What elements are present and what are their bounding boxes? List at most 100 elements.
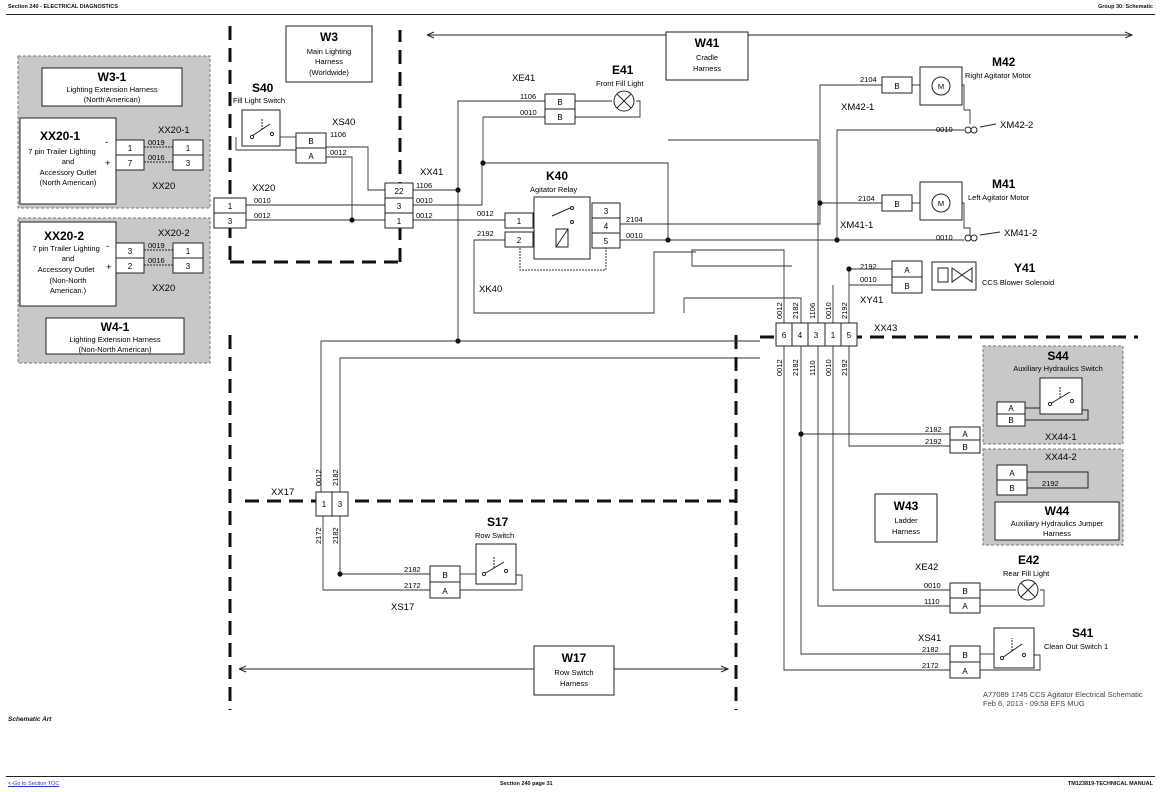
y41-name: CCS Blower Solenoid	[982, 278, 1054, 287]
xx44-1-wire-2182: 2182	[925, 425, 942, 434]
xx20-1-line-1: 7 pin Trailer Lighting	[28, 147, 96, 156]
xe41-pin-b2: B	[557, 113, 562, 122]
xx43-top-wire-0012: 0012	[775, 302, 784, 319]
xs17-pin-a: A	[442, 587, 448, 596]
xx20-2-wire-0019: 0019	[148, 241, 165, 250]
xx20-1-outlet-box	[19, 117, 117, 205]
header-rule	[6, 14, 1155, 15]
xx17-top-wire-0012: 0012	[314, 469, 323, 486]
xx41-pin1: 1	[397, 217, 402, 226]
harness-boundaries	[228, 26, 1138, 710]
xy41-pin-b: B	[904, 282, 909, 291]
xx43-bottom-wire-1110: 1110	[808, 360, 817, 376]
xx17-top-wire-2182: 2182	[331, 469, 340, 486]
xx44-2-pin-b: B	[1009, 484, 1014, 493]
m42-right-agitator-motor: M42 Right Agitator Motor 2104 B M XM42-1…	[841, 55, 1033, 134]
w3-line-3: (Worldwide)	[309, 68, 349, 77]
xx20-1-plus: +	[105, 158, 111, 169]
k40-pin1: 1	[517, 217, 522, 226]
svg-text:M: M	[938, 199, 944, 208]
xx20-2-pin2: 2	[128, 262, 133, 271]
manual-id: TM123819-TECHNICAL MANUAL	[1067, 781, 1153, 787]
k40-wire-2104: 2104	[626, 215, 643, 224]
junctions	[337, 160, 852, 577]
xx20-2-pin3: 3	[128, 247, 133, 256]
xx20-2-line-1: 7 pin Trailer Lighting	[32, 244, 100, 253]
s41-clean-out-switch: XS41 2182 2172 B A S41 Clean Out Switch …	[918, 626, 1108, 679]
s44-pin-a: A	[1008, 404, 1014, 413]
drawing-note-2: Feb 6, 2013 - 09:58 EFS MUG	[983, 699, 1085, 708]
k40-pin2: 2	[517, 236, 522, 245]
w17-id: W17	[562, 651, 587, 665]
xx44-1-label: XX44-1	[1045, 432, 1077, 443]
xs40-wire-1106: 1106	[330, 130, 346, 139]
xx43-label: XX43	[874, 323, 897, 334]
k40-pin3: 3	[604, 207, 609, 216]
s41-id: S41	[1072, 626, 1094, 640]
xx41-wire-1106: 1106	[416, 181, 432, 190]
s17-name: Row Switch	[475, 531, 514, 540]
xx20-a-label: XX20	[152, 181, 175, 192]
xx20-1-connector-label: XX20-1	[158, 125, 190, 136]
w3-line-1: Main Lighting	[307, 47, 352, 56]
w43-label-box: W43 Ladder Harness	[874, 493, 938, 543]
xx44-2-pin-a: A	[1009, 469, 1015, 478]
w3-1-id: W3-1	[98, 70, 127, 84]
k40-pin5: 5	[604, 237, 609, 246]
xx20-main-connector: 1 3 XX20 0010 0012	[213, 183, 275, 229]
xx41-pin3: 3	[397, 202, 402, 211]
xx41-pin22: 22	[395, 187, 404, 196]
xx43-pin4: 4	[798, 331, 803, 340]
xx43-top-wire-2192: 2192	[840, 302, 849, 319]
xs17-label: XS17	[391, 602, 414, 613]
xx20-1-line-4: (North American)	[40, 178, 97, 187]
e42-rear-fill-light: XE42 0010 1110 B A E42 Rear Fill Light	[915, 553, 1050, 614]
xs41-wire-2182: 2182	[922, 645, 939, 654]
xx44-2-label: XX44-2	[1045, 452, 1077, 463]
xx20-2-line-5: American.)	[50, 286, 87, 295]
m41-left-agitator-motor: M41 Left Agitator Motor 2104 B M XM41-1 …	[840, 177, 1037, 242]
xm42-2-label: XM42-2	[1000, 120, 1033, 131]
w4-1-panel: XX20-2 7 pin Trailer Lighting and Access…	[17, 217, 211, 364]
y41-ccs-blower-solenoid: 2192 0010 A B XY41 Y41 CCS Blower Soleno…	[860, 260, 1054, 306]
xx44-2-wire-2192: 2192	[1042, 479, 1059, 488]
w44-id: W44	[1045, 504, 1070, 518]
xs41-pin-a: A	[962, 667, 968, 676]
w3-line-2: Harness	[315, 57, 343, 66]
e41-name: Front Fill Light	[596, 79, 644, 88]
xx20-2-line-2: and	[62, 254, 75, 263]
svg-text:M: M	[938, 82, 944, 91]
header-section: Section 240 - ELECTRICAL DIAGNOSTICS	[8, 4, 118, 10]
xs17-pin-b: B	[442, 571, 447, 580]
xe41-wire-1106: 1106	[520, 92, 536, 101]
xs41-wire-2172: 2172	[922, 661, 939, 670]
k40-name: Agitator Relay	[530, 185, 577, 194]
xx44-1-connector: 2182 2192 A B	[925, 425, 981, 454]
xx17-bottom-wire-2182: 2182	[331, 527, 340, 544]
xx20-2-line-3: Accessory Outlet	[38, 265, 96, 274]
xx20-1-pin7: 7	[128, 159, 133, 168]
xm41-1-wire-2104: 2104	[858, 194, 875, 203]
xx17-label: XX17	[271, 487, 294, 498]
s40-name: Fill Light Switch	[233, 96, 285, 105]
s40-id: S40	[252, 81, 274, 95]
k40-id: K40	[546, 169, 568, 183]
xx43-top-wire-0010: 0010	[824, 302, 833, 319]
xx43-bottom-wire-2182: 2182	[791, 359, 800, 376]
xx20-b-label: XX20	[152, 283, 175, 294]
xx20-main-pin3: 3	[228, 217, 233, 226]
wiring	[235, 84, 1045, 671]
s44-id: S44	[1047, 349, 1069, 363]
xs40-pin-b: B	[308, 137, 313, 146]
xx41-wire-0012: 0012	[416, 211, 433, 220]
w44-line-1: Auxiliary Hydraulics Jumper	[1011, 519, 1104, 528]
xs17-wire-2182: 2182	[404, 565, 421, 574]
xx43-pin6: 6	[782, 331, 787, 340]
schematic-caption: Schematic Art	[8, 716, 52, 723]
w41-line-1: Cradle	[696, 53, 718, 62]
xe42-wire-1110: 1110	[924, 597, 940, 606]
xx44-1-pin-a: A	[962, 430, 968, 439]
section-toc-link[interactable]: <-Go to Section TOC	[8, 781, 60, 787]
w41-line-2: Harness	[693, 64, 721, 73]
